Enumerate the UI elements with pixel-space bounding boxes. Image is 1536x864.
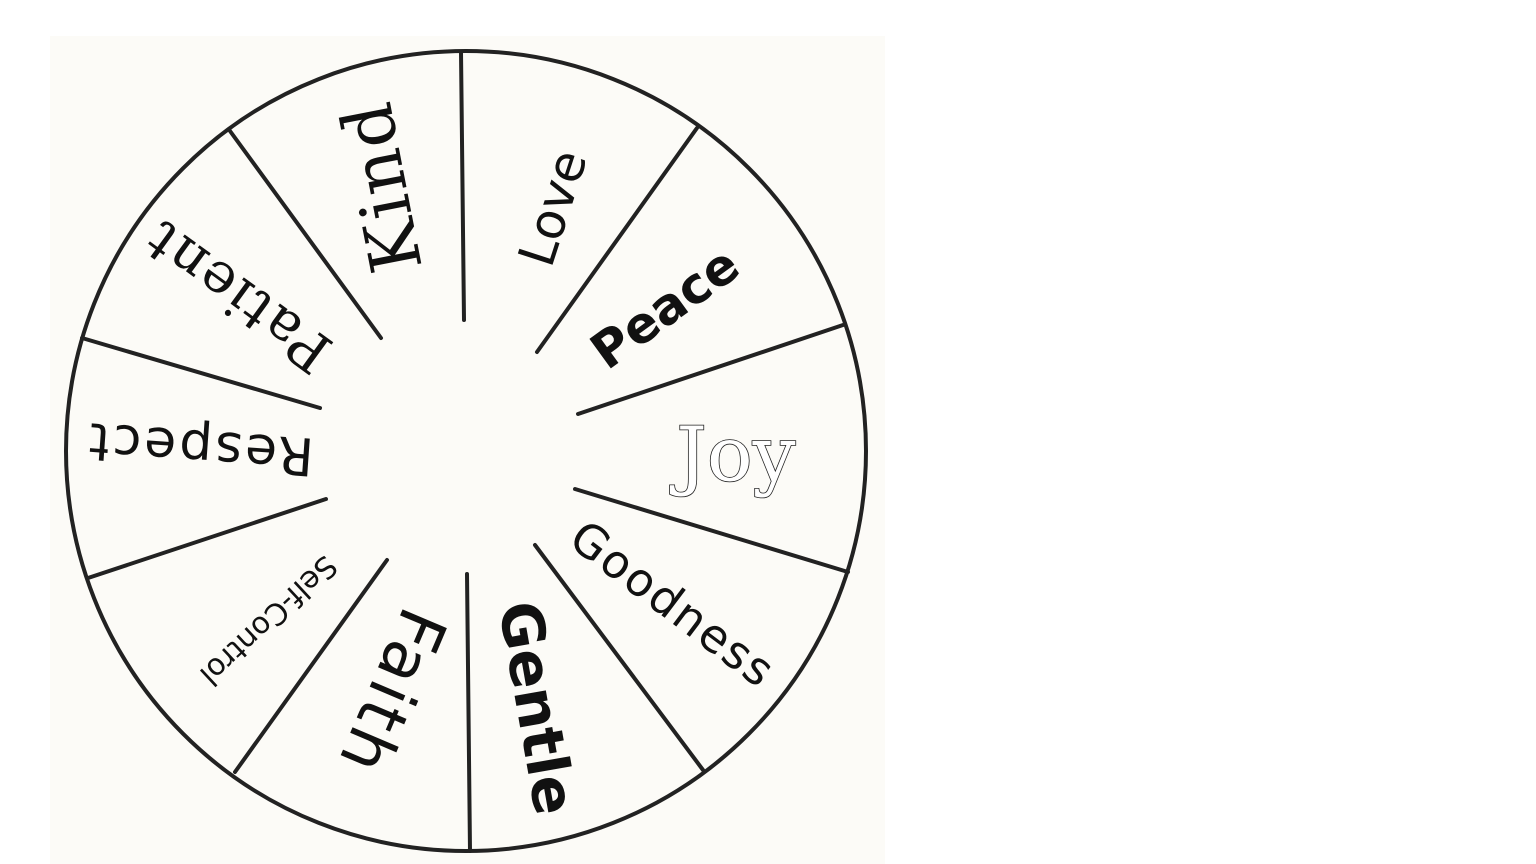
spoke-respect-patient (80, 336, 322, 410)
spoke-gentle-faith (465, 572, 472, 853)
segment-label-respect: Respect (84, 410, 315, 486)
wheel-spokes (80, 50, 850, 853)
spoke-selfcontrol-respect (86, 497, 328, 580)
segment-label-love: Love (507, 143, 599, 273)
segment-label-patient: Patient (132, 207, 344, 386)
spoke-patient-kind (228, 129, 383, 340)
segment-label-self-control: Self-Control (192, 548, 343, 692)
segment-label-joy: Joy (669, 410, 795, 499)
spoke-goodness-gentle (533, 543, 705, 772)
spoke-faith-selfcontrol (233, 558, 389, 774)
segment-label-kind: Kind (325, 94, 438, 279)
spoke-love-peace (535, 126, 699, 354)
spoke-joy-goodness (573, 487, 850, 574)
spoke-peace-joy (576, 323, 845, 416)
segment-label-gentle: Gentle (485, 596, 589, 820)
segment-label-faith: Faith (323, 597, 462, 787)
wheel-labels: Love Peace Joy Goodness Gentle Faith Sel… (84, 94, 796, 820)
segment-label-goodness: Goodness (560, 509, 786, 698)
wheel-rim (64, 49, 868, 853)
spoke-kind-love (459, 50, 466, 322)
